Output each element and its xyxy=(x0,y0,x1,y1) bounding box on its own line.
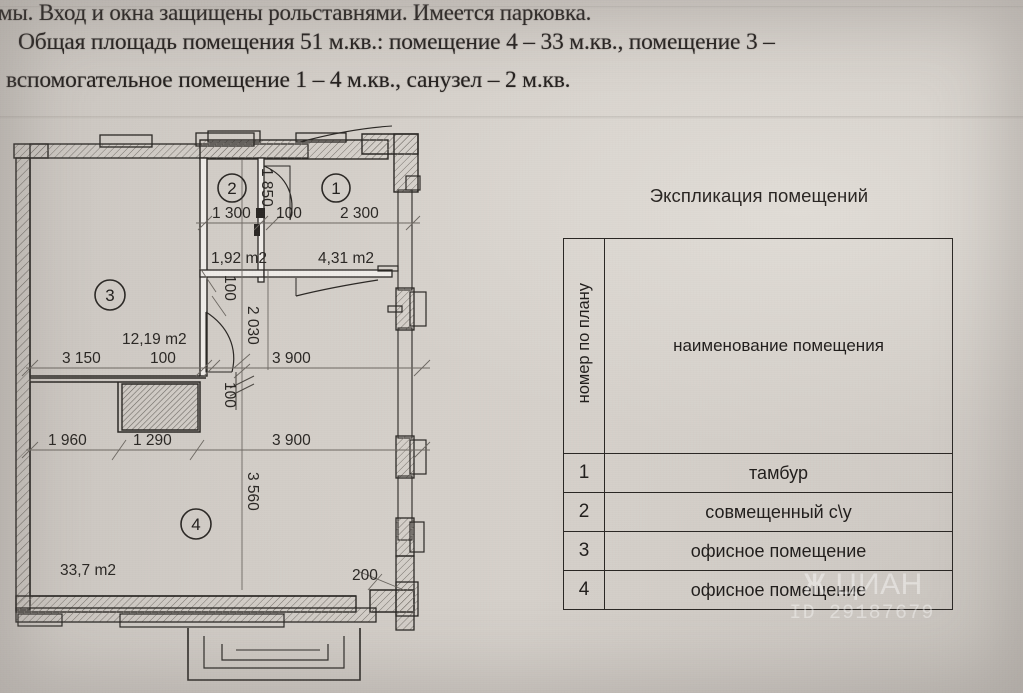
dim-room4-height: 3 560 xyxy=(244,472,261,511)
explication-table-container: номер по плану наименование помещения 1 … xyxy=(563,238,953,610)
area-label-room2: 1,92 m2 xyxy=(211,250,267,267)
area-label-room3: 12,19 m2 xyxy=(122,331,187,348)
dim-room3-width: 3 150 xyxy=(62,350,101,367)
header-cell-name: наименование помещения xyxy=(604,238,953,454)
table-row: 1 тамбур xyxy=(563,453,953,493)
header-label-number: номер по плану xyxy=(574,283,593,404)
cell-room-number: 2 xyxy=(563,492,605,532)
dim-partition-100-top: 100 xyxy=(276,205,302,222)
dim-bottom-right-200: 200 xyxy=(352,567,378,584)
dim-lower-left-b: 1 290 xyxy=(133,432,172,449)
dim-room2-height: 1 850 xyxy=(258,168,275,207)
floor-plan-svg: 2 1 3 4 1,92 m2 4,31 m2 12,19 m2 33,7 m2… xyxy=(13,125,431,681)
document-text-block: мы. Вход и окна защищены рольставнями. И… xyxy=(0,0,1023,104)
dim-room2-width: 1 300 xyxy=(212,205,251,222)
floor-plan-drawing: 2 1 3 4 1,92 m2 4,31 m2 12,19 m2 33,7 m2… xyxy=(0,120,560,693)
area-label-room4: 33,7 m2 xyxy=(60,562,116,579)
dim-lower-left-a: 1 960 xyxy=(48,432,87,449)
room-number-markers: 2 1 3 4 xyxy=(94,173,351,540)
document-text-line-2: Общая площадь помещения 51 м.кв.: помеще… xyxy=(18,29,775,55)
area-label-room1: 4,31 m2 xyxy=(318,250,374,267)
dim-mid-wall-100-a: 100 xyxy=(221,275,238,301)
explication-table: номер по плану наименование помещения 1 … xyxy=(563,238,953,610)
dim-room3-wall: 100 xyxy=(150,350,176,367)
paper-fold-separator xyxy=(0,116,1023,119)
entrance-porch xyxy=(187,628,361,681)
header-cell-number: номер по плану xyxy=(563,238,605,454)
dim-right-lower-width: 3 900 xyxy=(272,432,311,449)
dim-room1-width: 2 300 xyxy=(340,205,379,222)
cell-room-number: 1 xyxy=(563,453,605,493)
table-row: 3 офисное помещение xyxy=(563,531,953,571)
cell-room-number: 4 xyxy=(563,570,605,610)
room-number-3: 3 xyxy=(105,286,114,305)
table-row: 2 совмещенный с\у xyxy=(563,492,953,532)
cell-room-name: тамбур xyxy=(604,453,953,493)
cell-room-name: совмещенный с\у xyxy=(604,492,953,532)
room-number-2: 2 xyxy=(227,179,236,198)
table-row: 4 офисное помещение xyxy=(563,570,953,610)
room-number-1: 1 xyxy=(331,179,340,198)
room-number-4: 4 xyxy=(191,515,200,534)
dim-right-upper-width: 3 900 xyxy=(272,350,311,367)
document-text-line-1: мы. Вход и окна защищены рольставнями. И… xyxy=(0,0,592,25)
cell-room-name: офисное помещение xyxy=(604,531,953,571)
explication-title: Экспликация помещений xyxy=(649,185,869,206)
table-header-row: номер по плану наименование помещения xyxy=(563,238,953,454)
document-text-line-3: вспомогательное помещение 1 – 4 м.кв., с… xyxy=(6,67,571,93)
cell-room-name: офисное помещение xyxy=(604,570,953,610)
explication-block: Экспликация помещений номер по плану наи… xyxy=(555,185,955,610)
dim-mid-height-2030: 2 030 xyxy=(244,306,261,345)
paper-fold-top xyxy=(0,6,1023,8)
cell-room-number: 3 xyxy=(563,531,605,571)
dim-mid-wall-100-b: 100 xyxy=(221,382,238,408)
